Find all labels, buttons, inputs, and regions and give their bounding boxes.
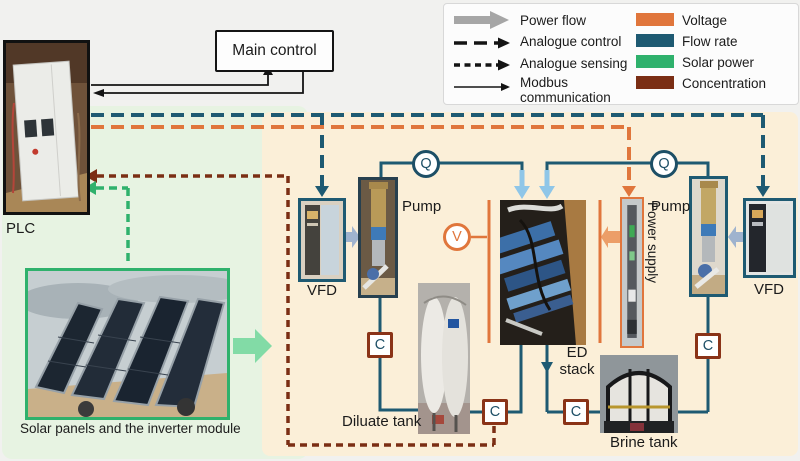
flow-sensor-right-letter: Q — [658, 156, 670, 172]
modbus-lines — [91, 68, 304, 94]
flow-sensor-left-letter: Q — [420, 156, 432, 172]
vfd-left-label: VFD — [307, 282, 337, 299]
legend-flow-rate: Flow rate — [682, 34, 738, 49]
ed-stack-photo — [500, 200, 586, 345]
legend-analogue-control: Analogue control — [520, 34, 622, 49]
diluate-tank-label: Diluate tank — [342, 413, 422, 430]
solar-power-arrowhead — [84, 181, 96, 195]
analogue-control-icon — [454, 37, 510, 49]
vfd-right-power-arrow — [728, 226, 743, 248]
main-control-label: Main control — [232, 42, 317, 59]
concentration-sensor-diluate-return: C — [482, 399, 508, 425]
diluate-tank-photo — [418, 283, 470, 434]
power-supply-output-arrow — [601, 226, 620, 248]
power-supply-label: Power supply — [644, 202, 660, 284]
voltage-sensor-letter: V — [452, 229, 462, 245]
legend-power-flow: Power flow — [520, 13, 587, 28]
flow-control-arrowhead-left-vfd — [315, 186, 329, 197]
brine-outlet-arrowhead — [541, 362, 553, 373]
vfd-right-photo — [743, 198, 796, 278]
solar-power-dashed — [96, 186, 130, 266]
main-control-box: Main control — [215, 30, 334, 72]
modbus-communication-icon — [454, 83, 510, 91]
solar-power-flow-arrow — [233, 329, 272, 363]
legend-voltage: Voltage — [682, 13, 728, 28]
concentration-sensor-brine-return: C — [563, 399, 589, 425]
voltage-control-dashed — [91, 125, 631, 186]
legend-analogue-sensing: Analogue sensing — [520, 56, 628, 71]
vfd-left-photo — [298, 198, 346, 282]
pump-left-photo — [358, 177, 398, 298]
concentration-sensing-arrowhead — [85, 169, 97, 183]
voltage-electrode-bars — [471, 200, 602, 343]
solar-panels-label: Solar panels and the inverter module — [20, 421, 241, 436]
brine-tank-label: Brine tank — [610, 434, 678, 451]
c-letter-4: C — [702, 338, 714, 354]
analogue-sensing-icon — [454, 59, 510, 71]
legend-solar-power: Solar power — [682, 55, 755, 70]
solar-power-swatch — [636, 55, 674, 68]
c-letter-2: C — [489, 404, 501, 420]
pump-right-label: Pump — [651, 198, 691, 215]
brine-tank-photo — [600, 355, 678, 433]
vfd-right-label: VFD — [754, 281, 784, 298]
ed-stack-label: ED stack — [559, 344, 595, 378]
vfd-left-power-arrow — [345, 226, 360, 248]
ed-inlet-arrows — [519, 170, 550, 186]
ed-inlet-arrowhead-left — [514, 186, 530, 199]
concentration-sensor-diluate-feed: C — [367, 332, 393, 358]
voltage-control-arrowhead — [622, 186, 636, 197]
ed-inlet-arrowhead-right — [539, 186, 555, 199]
plc-label: PLC — [6, 220, 36, 237]
pump-right-photo — [689, 176, 728, 297]
concentration-sensor-brine-feed: C — [695, 333, 721, 359]
voltage-swatch — [636, 13, 674, 26]
solar-panels-photo — [25, 268, 230, 420]
c-letter-3: C — [570, 404, 582, 420]
power-supply-photo — [620, 197, 644, 348]
concentration-sensing-dashed — [97, 174, 496, 447]
voltage-sensor: V — [443, 223, 471, 251]
modbus-arrowhead-left — [93, 89, 104, 97]
flow-sensor-right: Q — [650, 150, 678, 178]
flow-sensor-left: Q — [412, 150, 440, 178]
legend-modbus: Modbus communication — [520, 75, 611, 105]
plc-photo — [3, 40, 90, 215]
concentration-swatch — [636, 76, 674, 89]
power-flow-arrow-icon — [454, 11, 509, 29]
legend-concentration: Concentration — [682, 76, 767, 91]
c-letter-1: C — [374, 337, 386, 353]
legend-box: Power flow Analogue control Analogue sen… — [443, 3, 799, 105]
pump-left-label: Pump — [402, 198, 442, 215]
flow-control-arrowhead-right-vfd — [756, 186, 770, 197]
flow-rate-swatch — [636, 34, 674, 47]
